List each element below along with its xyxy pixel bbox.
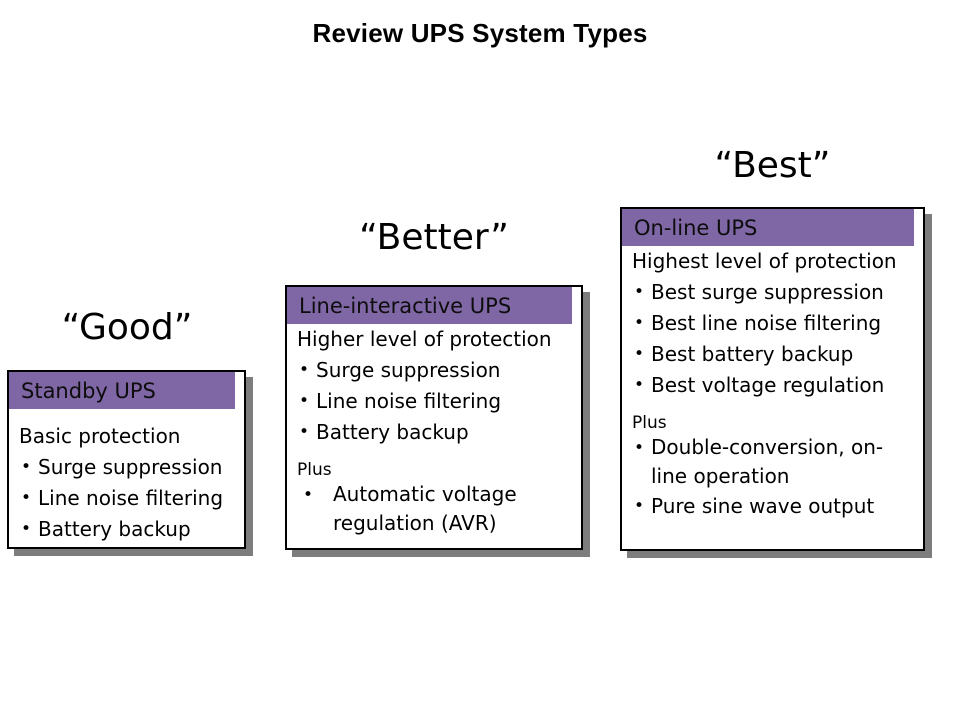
list-item: Surge suppression xyxy=(19,452,238,483)
list-item-line-2: line operation xyxy=(651,464,790,488)
card-header-label: On-line UPS xyxy=(634,215,758,240)
list-item: Best surge suppression xyxy=(632,277,917,308)
plus-feature-list: Double-conversion, on- line operation Pu… xyxy=(632,433,917,522)
list-item: Battery backup xyxy=(19,514,238,545)
card-lead-text: Basic protection xyxy=(19,424,181,448)
card-header-line-interactive: Line-interactive UPS xyxy=(287,287,572,324)
feature-list: Surge suppression Line noise filtering B… xyxy=(19,452,238,545)
list-item: Line noise filtering xyxy=(297,386,575,417)
list-item: Surge suppression xyxy=(297,355,575,386)
card-on-line-ups[interactable]: On-line UPS Highest level of protection … xyxy=(620,207,932,558)
card-body-on-line: Highest level of protection Best surge s… xyxy=(622,246,923,522)
list-item-line-1: Double-conversion, on- xyxy=(651,435,884,459)
feature-list: Best surge suppression Best line noise f… xyxy=(632,277,917,401)
plus-feature-list: Automatic voltage regulation (AVR) xyxy=(297,480,575,538)
page-title: Review UPS System Types xyxy=(312,18,648,48)
list-item: Line noise filtering xyxy=(19,483,238,514)
tier-caption-good: “Good” xyxy=(61,307,193,348)
tier-caption-best: “Best” xyxy=(714,145,831,186)
card-header-on-line: On-line UPS xyxy=(622,209,914,246)
card-header-label: Standby UPS xyxy=(21,378,156,403)
card-line-interactive-ups[interactable]: Line-interactive UPS Higher level of pro… xyxy=(285,285,590,557)
list-item: Automatic voltage regulation (AVR) xyxy=(297,480,575,538)
list-item: Pure sine wave output xyxy=(632,491,917,522)
plus-label: Plus xyxy=(297,460,332,480)
card-body-standby: Basic protection Surge suppression Line … xyxy=(9,409,244,545)
plus-label: Plus xyxy=(632,413,667,433)
list-item: Double-conversion, on- line operation xyxy=(632,433,917,491)
card-body-line-interactive: Higher level of protection Surge suppres… xyxy=(287,324,581,538)
list-item-line-2: regulation (AVR) xyxy=(333,511,497,535)
card-lead-text: Higher level of protection xyxy=(297,327,552,351)
card-header-standby: Standby UPS xyxy=(9,372,235,409)
card-lead-text: Highest level of protection xyxy=(632,249,897,273)
list-item: Best battery backup xyxy=(632,339,917,370)
feature-list: Surge suppression Line noise filtering B… xyxy=(297,355,575,448)
tier-caption-better: “Better” xyxy=(359,217,509,258)
list-item: Battery backup xyxy=(297,417,575,448)
card-header-label: Line-interactive UPS xyxy=(299,293,512,318)
list-item-line-1: Automatic voltage xyxy=(333,482,517,506)
list-item: Best voltage regulation xyxy=(632,370,917,401)
list-item: Best line noise filtering xyxy=(632,308,917,339)
card-standby-ups[interactable]: Standby UPS Basic protection Surge suppr… xyxy=(7,370,253,556)
